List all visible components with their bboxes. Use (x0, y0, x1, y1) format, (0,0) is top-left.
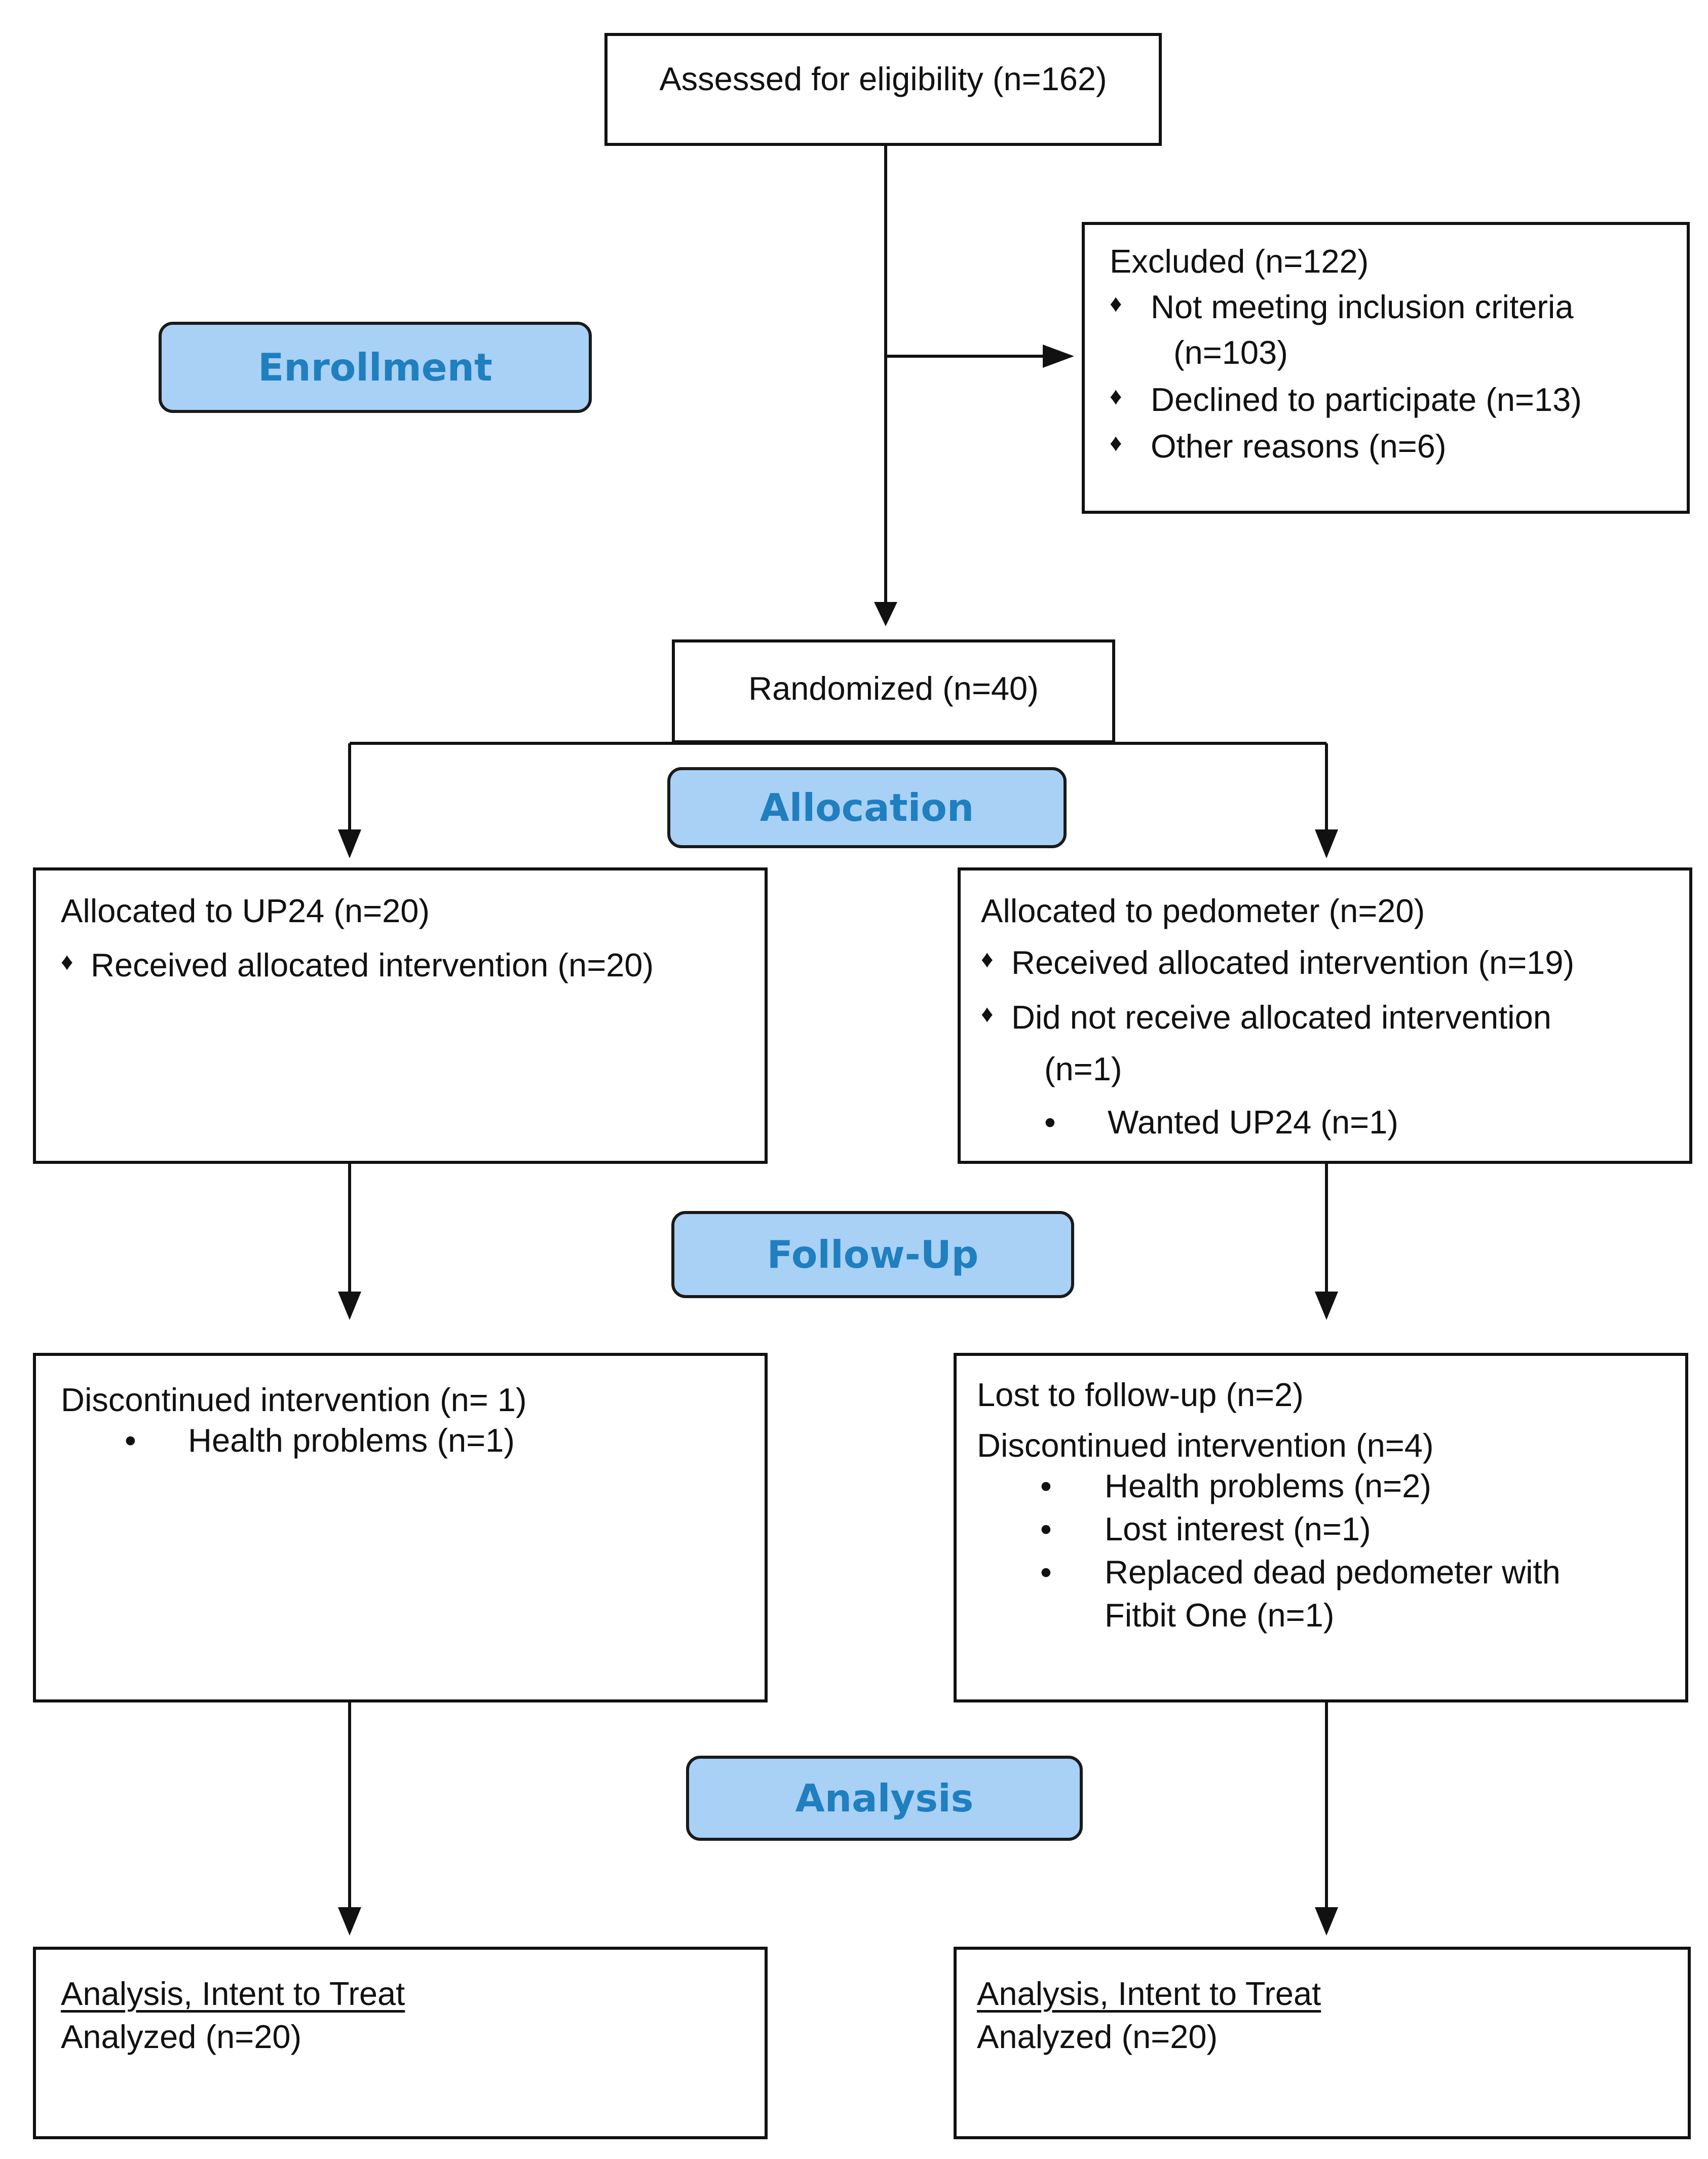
alloc-right-bullet-1: ♦ (981, 946, 994, 973)
assessed-box: Assessed for eligibility (n=162) (604, 33, 1162, 146)
excluded-bullet-3: ♦ (1110, 430, 1122, 457)
alloc-left-bullet-1: ♦ (61, 949, 73, 975)
follow-right-item-2: Lost interest (n=1) (1105, 1510, 1371, 1547)
arrowhead-follow-right (1315, 1292, 1338, 1320)
follow-left-dot-1: • (125, 1422, 136, 1459)
analysis-right-box: Analysis, Intent to Treat Analyzed (n=20… (954, 1947, 1691, 2139)
arrowhead-alloc-right (1315, 829, 1338, 858)
alloc-right-item-2: Did not receive allocated intervention (1011, 999, 1551, 1036)
phase-label-analysis-text: Analysis (795, 1776, 974, 1821)
follow-left-title: Discontinued intervention (n= 1) (61, 1381, 527, 1418)
excluded-item-1-cont: (n=103) (1173, 334, 1288, 371)
arrowhead-randomized (874, 602, 897, 626)
analysis-left-box: Analysis, Intent to Treat Analyzed (n=20… (33, 1947, 768, 2139)
excluded-bullet-1: ♦ (1110, 290, 1122, 317)
excluded-item-3: Other reasons (n=6) (1151, 428, 1447, 465)
excluded-item-2: Declined to participate (n=13) (1151, 381, 1582, 418)
alloc-right-title: Allocated to pedometer (n=20) (981, 892, 1425, 929)
analysis-left-heading: Analysis, Intent to Treat (61, 1975, 405, 2012)
randomized-box: Randomized (n=40) (672, 639, 1115, 743)
phase-label-allocation-text: Allocation (760, 785, 974, 830)
phase-label-analysis: Analysis (686, 1756, 1083, 1841)
alloc-right-box: Allocated to pedometer (n=20) ♦ Received… (958, 867, 1692, 1164)
alloc-left-box: Allocated to UP24 (n=20) ♦ Received allo… (33, 867, 768, 1164)
follow-right-title: Discontinued intervention (n=4) (977, 1427, 1434, 1464)
phase-label-enrollment: Enrollment (159, 322, 592, 413)
alloc-right-item-2-cont: (n=1) (1044, 1050, 1122, 1087)
arrowhead-excluded (1043, 345, 1074, 368)
follow-right-dot-3: • (1040, 1554, 1052, 1590)
arrowhead-analysis-left (338, 1907, 361, 1936)
alloc-right-item-1: Received allocated intervention (n=19) (1011, 944, 1575, 981)
follow-right-item-3-cont: Fitbit One (n=1) (1105, 1597, 1335, 1634)
analysis-right-heading: Analysis, Intent to Treat (977, 1975, 1321, 2012)
analysis-right-value: Analyzed (n=20) (977, 2018, 1218, 2055)
arrowhead-follow-left (338, 1292, 361, 1320)
analysis-left-value: Analyzed (n=20) (61, 2018, 302, 2055)
follow-right-item-3: Replaced dead pedometer with (1105, 1554, 1561, 1590)
follow-right-dot-2: • (1040, 1510, 1052, 1547)
follow-left-item-1: Health problems (n=1) (188, 1422, 515, 1459)
alloc-left-item-1: Received allocated intervention (n=20) (91, 946, 654, 983)
phase-label-followup: Follow-Up (671, 1211, 1074, 1298)
arrowhead-alloc-left (338, 829, 361, 858)
phase-label-followup-text: Follow-Up (767, 1232, 979, 1277)
arrowhead-analysis-right (1315, 1907, 1338, 1936)
follow-right-box: Lost to follow-up (n=2) Discontinued int… (954, 1353, 1688, 1702)
follow-left-box: Discontinued intervention (n= 1) • Healt… (33, 1353, 768, 1702)
alloc-left-title: Allocated to UP24 (n=20) (61, 892, 430, 929)
randomized-text: Randomized (n=40) (748, 670, 1039, 707)
phase-label-allocation: Allocation (667, 767, 1067, 848)
alloc-right-dot-1: • (1044, 1104, 1056, 1141)
follow-right-lost: Lost to follow-up (n=2) (977, 1376, 1304, 1413)
phase-label-enrollment-text: Enrollment (258, 345, 492, 390)
assessed-text: Assessed for eligibility (n=162) (659, 60, 1107, 98)
excluded-bullet-2: ♦ (1110, 383, 1122, 410)
alloc-right-bullet-2: ♦ (981, 1001, 994, 1028)
excluded-title: Excluded (n=122) (1110, 243, 1369, 280)
excluded-box: Excluded (n=122) ♦ Not meeting inclusion… (1082, 222, 1690, 514)
follow-right-dot-1: • (1040, 1467, 1052, 1504)
follow-right-item-1: Health problems (n=2) (1105, 1467, 1431, 1504)
alloc-right-subitem-1: Wanted UP24 (n=1) (1108, 1104, 1398, 1141)
excluded-item-1: Not meeting inclusion criteria (1151, 288, 1574, 325)
